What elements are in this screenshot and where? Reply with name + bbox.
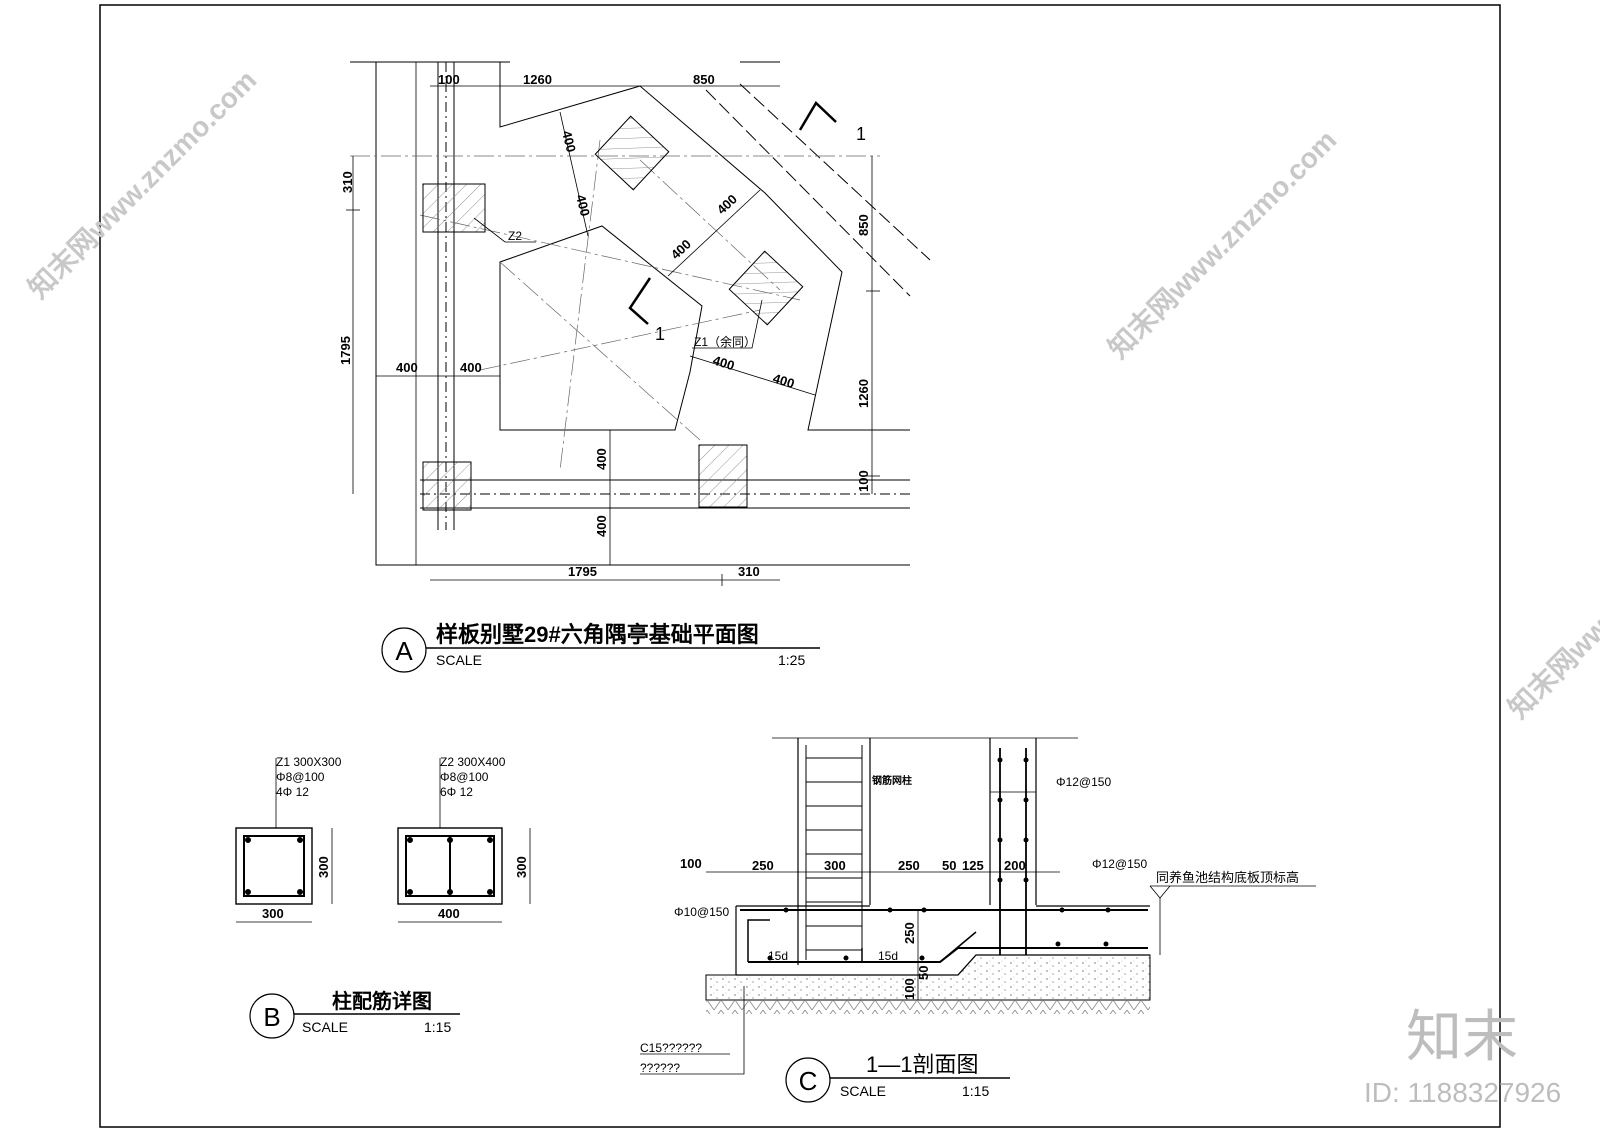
rebar-left: Φ10@150: [674, 905, 729, 919]
watermark-diag: 知末网www.znzmo.com: [22, 63, 263, 304]
dim-text: 200: [1004, 858, 1026, 873]
z1-size: Z1 300X300: [276, 755, 342, 769]
dim-text: 1260: [523, 72, 552, 87]
marker-a: A: [395, 636, 413, 666]
dim-text: 1260: [856, 379, 871, 408]
z1-width: 300: [262, 906, 284, 921]
title-b: 柱配筋详图: [332, 989, 432, 1013]
column-corner: [422, 461, 472, 511]
dim-text: 250: [902, 922, 917, 944]
dim-text: 50: [942, 858, 956, 873]
title-a: 样板别墅29#六角隅亭基础平面图: [436, 622, 759, 647]
dim-text: 400: [460, 360, 482, 375]
rebar-top: Φ12@150: [1056, 775, 1111, 789]
dim-text: 125: [962, 858, 984, 873]
scale-label-c: SCALE: [840, 1083, 886, 1099]
dim-text: 400: [594, 448, 609, 470]
z2-height: 300: [514, 856, 529, 878]
column-z2: [422, 183, 486, 233]
dim-text: 300: [824, 858, 846, 873]
dim-text: 400: [594, 515, 609, 537]
dim-text: 400: [559, 129, 579, 154]
dim-text: 400: [396, 360, 418, 375]
column-z1-top: [594, 115, 670, 191]
z1-bars: 4Φ 12: [276, 785, 309, 799]
elevation-note: 同养鱼池结构底板顶标高: [1156, 870, 1299, 885]
plan-a-dimensions: 100 1260 850 310 1795 850 1260 100 1795 …: [338, 72, 871, 579]
marker-b: B: [263, 1002, 280, 1032]
dim-text: 100: [680, 856, 702, 871]
dim-text: 1795: [338, 336, 353, 365]
scale-label-a: SCALE: [436, 652, 482, 668]
title-block-b: B 柱配筋详图 SCALE 1:15: [249, 989, 460, 1039]
section-mark-2: 1: [655, 324, 665, 344]
dim-text: 310: [340, 171, 355, 193]
z1-height: 300: [316, 856, 331, 878]
plan-a: [346, 61, 931, 586]
detail-b: [235, 758, 531, 923]
watermark-diag: 知末网www.znzmo.com: [1502, 483, 1600, 724]
concrete-2: ??????: [640, 1061, 680, 1075]
rebar-mid: Φ12@150: [1092, 857, 1147, 871]
plan-outer-line: [375, 62, 910, 566]
dim-text: 400: [668, 236, 694, 262]
z2-size: Z2 300X400: [440, 755, 506, 769]
title-c: 1—1剖面图: [866, 1052, 978, 1077]
dim-text: 400: [573, 193, 593, 218]
z2-width: 400: [438, 906, 460, 921]
dim-text: 400: [711, 353, 736, 374]
scale-c: 1:15: [962, 1083, 989, 1099]
scale-b: 1:15: [424, 1019, 451, 1035]
section-c: [640, 737, 1316, 1075]
dim-text: 400: [771, 371, 796, 392]
title-block-c: C 1—1剖面图 SCALE 1:15: [785, 1052, 1010, 1103]
column-z1-right: [728, 250, 804, 326]
dim-text: 250: [752, 858, 774, 873]
z2-bars: 6Φ 12: [440, 785, 473, 799]
anchor-b: 15d: [878, 949, 898, 963]
z2-stirrup: Φ8@100: [440, 770, 489, 784]
title-block-a: A 样板别墅29#六角隅亭基础平面图 SCALE 1:25: [381, 622, 820, 673]
concrete-1: C15??????: [640, 1041, 702, 1055]
dim-text: 50: [916, 966, 931, 980]
sheet-border: [99, 4, 1501, 1128]
dim-text: 400: [714, 191, 740, 217]
dim-text: 100: [856, 470, 871, 492]
dim-text: 100: [438, 72, 460, 87]
label-z2: Z2: [508, 229, 522, 243]
watermark-id: ID: 1188327926: [1364, 1077, 1561, 1108]
column-bottom: [698, 444, 748, 508]
column-label: 钢筋网柱: [872, 774, 912, 787]
anchor-a: 15d: [768, 949, 788, 963]
scale-a: 1:25: [778, 652, 805, 668]
z1-stirrup: Φ8@100: [276, 770, 325, 784]
label-z1: Z1（余同）: [694, 334, 756, 349]
watermark-diag: 知末网www.znzmo.com: [1102, 123, 1343, 364]
section-mark: 1: [856, 124, 866, 144]
marker-c: C: [799, 1066, 818, 1096]
dim-text: 250: [898, 858, 920, 873]
section-c-text: 钢筋网柱 Φ12@150 Φ12@150 Φ10@150 同养鱼池结构底板顶标高…: [640, 774, 1299, 1075]
watermark-brand: 知末: [1406, 1005, 1518, 1068]
detail-b-text: Z1 300X300 Φ8@100 4Φ 12 Z2 300X400 Φ8@10…: [262, 755, 529, 921]
dim-text: 850: [856, 214, 871, 236]
dim-text: 1795: [568, 564, 597, 579]
dim-text: 100: [902, 978, 917, 1000]
scale-label-b: SCALE: [302, 1019, 348, 1035]
dim-text: 310: [738, 564, 760, 579]
dim-text: 850: [693, 72, 715, 87]
